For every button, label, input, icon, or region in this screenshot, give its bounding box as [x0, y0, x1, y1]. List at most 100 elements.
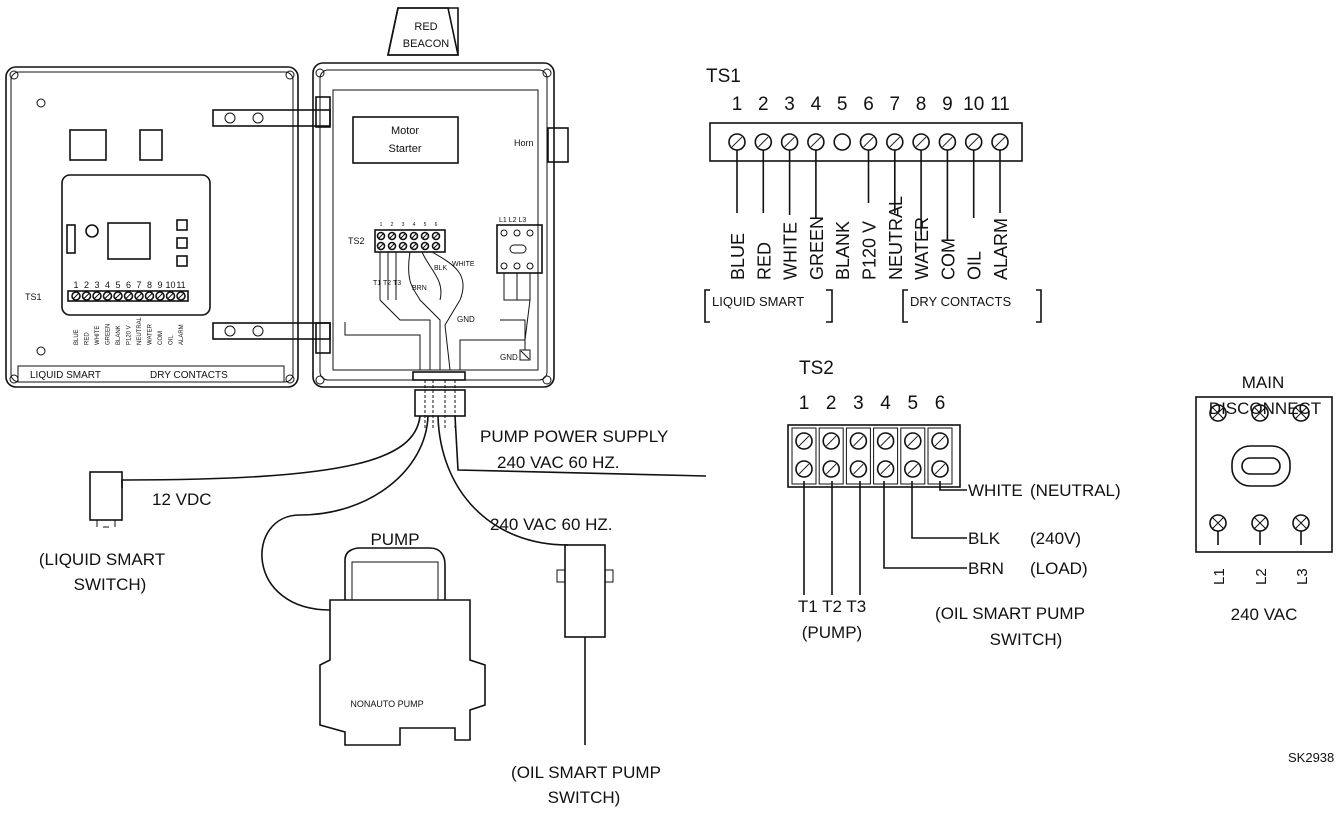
ts2-small-screw	[387, 231, 397, 241]
nonauto-label: NONAUTO PUMP	[350, 699, 423, 709]
ts2-small-number: 1	[380, 222, 383, 228]
liquid-switch-label-2: SWITCH)	[74, 575, 147, 594]
ts2-small-number: 3	[402, 222, 405, 228]
ts2-small-screw	[409, 241, 419, 251]
ts2-number: 2	[826, 393, 837, 414]
ts2-screw-top	[849, 432, 868, 450]
ts1-blank-terminal	[833, 133, 852, 151]
ts1-small-wire-label: NEUTRAL	[137, 316, 143, 345]
ts2-load-label: (LOAD)	[1030, 559, 1088, 578]
pump-power-label-2: 240 VAC 60 HZ.	[497, 453, 620, 472]
ts1-wire-label: BLANK	[833, 221, 853, 280]
ts2-small-number: 2	[391, 222, 394, 228]
ts1-screws	[728, 133, 1009, 151]
ts2-t-labels: T1 T2 T3	[798, 597, 866, 616]
ts1-small-number: 7	[136, 280, 141, 290]
ts1-screw	[728, 133, 746, 151]
ts2-number: 1	[799, 393, 810, 414]
ts1-small-screw	[123, 291, 134, 301]
brn-small: BRN	[412, 285, 427, 292]
ts1-title: TS1	[706, 66, 741, 87]
ts1-number: 3	[784, 94, 795, 115]
ts2-small-screw	[398, 231, 408, 241]
ts1-small-number: 9	[157, 280, 162, 290]
ts1-wire-label: WHITE	[781, 222, 801, 280]
ts1-small-wire-label: WHITE	[95, 326, 101, 345]
ts1-small-number: 6	[126, 280, 131, 290]
ts1-small-wire-label: BLUE	[74, 329, 80, 345]
field-wiring: PUMP POWER SUPPLY 240 VAC 60 HZ. 12 VDC …	[39, 415, 707, 807]
ts1-small-screw	[71, 291, 81, 301]
ts2-small-number: 5	[424, 222, 427, 228]
ts1-number: 4	[811, 94, 822, 115]
white-small: WHITE	[452, 261, 475, 268]
ts2-small-screw	[376, 241, 386, 251]
ts2-small-number: 4	[413, 222, 416, 228]
ts2-number: 6	[935, 393, 946, 414]
dry-contacts-label: DRY CONTACTS	[150, 370, 228, 381]
disconnect-l2: L2	[1253, 568, 1270, 585]
ts1-small-screw	[92, 291, 102, 301]
ts2-screw-bottom	[931, 460, 949, 478]
ts1-small-wire-label: OIL	[169, 335, 175, 345]
oil-switch-label-1: (OIL SMART PUMP	[511, 763, 661, 782]
ts1-small-screw	[165, 291, 176, 301]
disconnect-voltage: 240 VAC	[1231, 605, 1298, 624]
ts2-blk-label: BLK	[968, 529, 1001, 548]
disconnect-l3: L3	[1294, 568, 1311, 585]
ts1-screw	[780, 133, 799, 151]
ts2-small-number: 6	[435, 222, 438, 228]
ts1-small-wire-label: P120 V	[127, 325, 133, 345]
ts1-group-dry: DRY CONTACTS	[910, 294, 1011, 309]
ts1-number: 1	[732, 94, 743, 115]
main-disconnect: MAIN DISCONNECT L1 L2 L3 240 VAC	[1195, 373, 1333, 624]
contactor-l-labels: L1 L2 L3	[499, 217, 526, 224]
beacon-label-1: RED	[414, 21, 437, 33]
hinges	[212, 96, 331, 354]
pump-label: PUMP	[370, 530, 419, 549]
blk-small: BLK	[434, 265, 448, 272]
ts1-small-number: 1	[73, 280, 78, 290]
liquid-smart-label: LIQUID SMART	[30, 370, 101, 381]
ts2-pump-label: (PUMP)	[802, 623, 862, 642]
ts1-small-screw	[134, 291, 144, 301]
disconnect-screws	[1209, 404, 1310, 532]
ts2-screw-bottom	[876, 460, 895, 478]
liquid-switch-label-1: (LIQUID SMART	[39, 550, 165, 569]
ts2-screw-bottom	[795, 460, 813, 478]
ts2-240v-label: (240V)	[1030, 529, 1081, 548]
ts1-number: 6	[863, 94, 874, 115]
horn-label: Horn	[514, 138, 534, 148]
ts1-small-number: 5	[115, 280, 120, 290]
ts1-small-screw	[176, 291, 186, 301]
drawing-reference: SK2938	[1288, 750, 1334, 765]
ts1-small-number: 4	[105, 280, 110, 290]
ts1-wire-label: ALARM	[991, 218, 1011, 280]
ts2-screw-top	[822, 432, 841, 450]
ts2-small-screw	[431, 231, 441, 241]
ts2-number: 4	[880, 393, 891, 414]
ts2-small-screw	[431, 241, 441, 251]
ts1-small-number: 2	[84, 280, 89, 290]
ts1-small-screw	[102, 291, 113, 301]
ts1-screw	[859, 133, 878, 151]
ts1-screw	[991, 133, 1009, 151]
vdc-label: 12 VDC	[152, 490, 212, 509]
ts2-number: 5	[908, 393, 919, 414]
ts1-number: 10	[963, 94, 984, 115]
ts1-wire-label: P120 V	[860, 221, 880, 280]
ts2-screw-top	[931, 432, 949, 450]
ts2-small-screw	[387, 241, 397, 251]
ts2-small-screw	[420, 231, 430, 241]
pump-power-label-1: PUMP POWER SUPPLY	[480, 427, 668, 446]
ts1-small-wire-label: ALARM	[179, 324, 185, 345]
ts2-small-screw	[398, 241, 408, 251]
beacon-label-2: BEACON	[403, 38, 450, 50]
ts2-neutral-label: (NEUTRAL)	[1030, 481, 1121, 500]
ts1-screw	[964, 133, 983, 151]
motor-starter-label-1: Motor	[391, 125, 419, 137]
